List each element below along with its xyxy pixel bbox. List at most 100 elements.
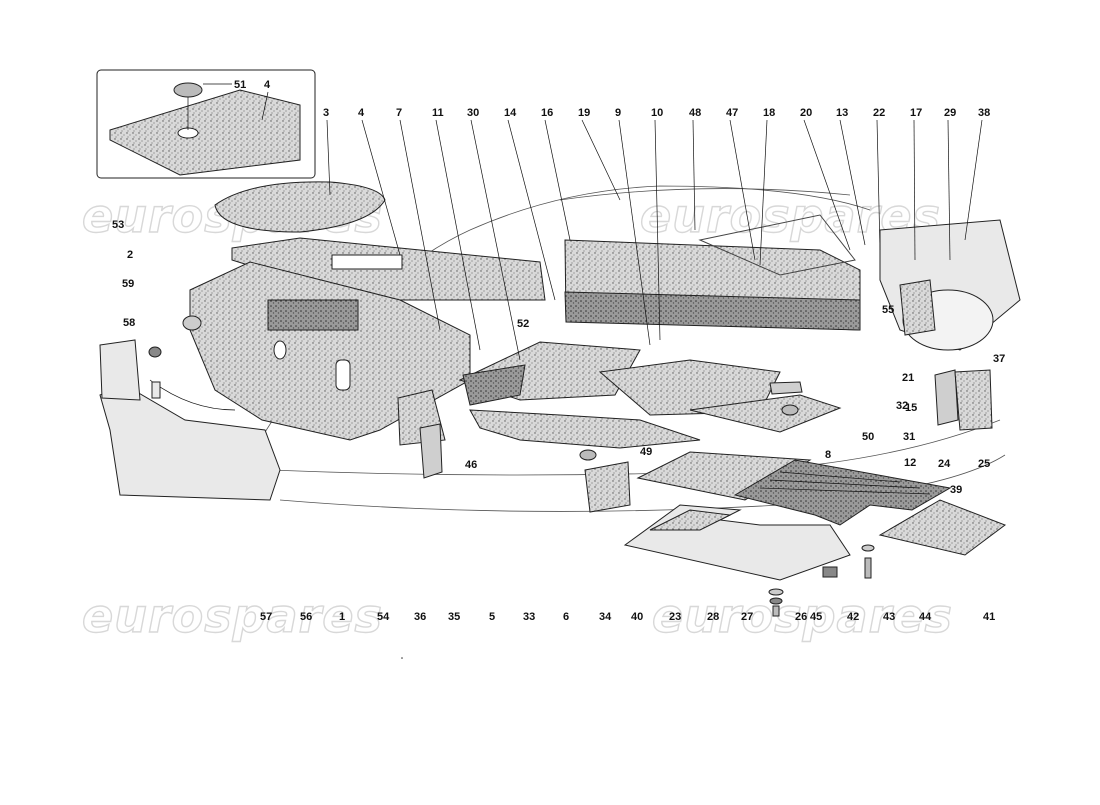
callout-label-15: 15: [905, 402, 917, 414]
rear-glass-frame: [698, 214, 856, 276]
carpet-window: [331, 254, 403, 270]
grommet-slot: [335, 359, 351, 391]
callout-label-13: 13: [836, 107, 848, 119]
callout-label-5: 5: [489, 611, 495, 623]
washer-28: [768, 588, 784, 596]
leader-line: [759, 119, 768, 266]
leader-line: [618, 119, 651, 346]
callout-label-4: 4: [358, 107, 365, 119]
nut-58: [148, 346, 162, 358]
luggage-bin: [99, 384, 281, 501]
leader-line: [913, 119, 916, 261]
carpet-part-25: [954, 369, 993, 431]
callout-label-35: 35: [448, 611, 460, 623]
carpet-part-55: [899, 279, 936, 336]
callout-label-44: 44: [919, 611, 932, 623]
leader-line: [435, 119, 481, 351]
label-4: 4: [264, 79, 271, 91]
callout-label-34: 34: [599, 611, 612, 623]
leader-line: [544, 119, 571, 241]
callout-label-6: 6: [563, 611, 569, 623]
leader-line: [692, 119, 696, 231]
leader-line: [803, 119, 851, 251]
callout-label-29: 29: [944, 107, 956, 119]
grommet-49: [579, 449, 597, 461]
callout-label-31: 31: [903, 431, 915, 443]
carpet-part-36: [419, 423, 443, 479]
callout-label-39: 39: [950, 484, 962, 496]
floor-carpet-mid: [598, 359, 781, 416]
floor-tray-23: [623, 504, 851, 581]
callout-label-18: 18: [763, 107, 775, 119]
callout-label-11: 11: [432, 107, 444, 119]
leader-line: [947, 119, 951, 261]
callout-label-37: 37: [993, 353, 1005, 365]
callout-label-2: 2: [127, 249, 133, 261]
washer-43: [861, 544, 875, 552]
callout-label-41: 41: [983, 611, 995, 623]
callout-label-8: 8: [825, 449, 831, 461]
callout-label-28: 28: [707, 611, 719, 623]
callout-label-25: 25: [978, 458, 990, 470]
leader-line: [399, 119, 441, 331]
leader-line: [361, 119, 401, 256]
washer-27: [769, 597, 783, 605]
floor-carpet-rear: [469, 409, 701, 449]
callout-label-10: 10: [651, 107, 663, 119]
mat-ribs: [759, 471, 931, 495]
callout-label-43: 43: [883, 611, 895, 623]
floor-carpet-30: [462, 364, 526, 406]
callout-label-26: 26: [795, 611, 807, 623]
floor-mat-39: [733, 459, 952, 526]
callout-label-42: 42: [847, 611, 859, 623]
callout-label-45: 45: [810, 611, 822, 623]
callout-label-7: 7: [396, 107, 402, 119]
floor-carpet-8: [689, 394, 842, 433]
callout-label-9: 9: [615, 107, 621, 119]
callout-label-21: 21: [902, 372, 914, 384]
callout-label-55: 55: [882, 304, 894, 316]
callout-label-38: 38: [978, 107, 990, 119]
callout-label-17: 17: [910, 107, 922, 119]
tray-carpet: [649, 509, 732, 531]
callout-label-20: 20: [800, 107, 812, 119]
carpet-clip-32: [769, 381, 803, 395]
callout-label-47: 47: [726, 107, 738, 119]
watermark-text: eurospares: [82, 589, 383, 643]
watermark-text: eurospares: [652, 589, 953, 643]
callout-label-3: 3: [323, 107, 329, 119]
callout-label-57: 57: [260, 611, 272, 623]
carpet-part-24: [934, 369, 959, 426]
callout-label-12: 12: [904, 457, 916, 469]
callout-label-16: 16: [541, 107, 553, 119]
clip: [151, 381, 161, 399]
leader-line: [876, 119, 881, 251]
callout-label-36: 36: [414, 611, 426, 623]
leader-line: [964, 119, 983, 241]
screw-42: [864, 557, 872, 579]
carpet-part-34: [584, 461, 631, 513]
bulkhead-lower: [564, 291, 861, 331]
leader-line: [470, 119, 521, 361]
callout-label-27: 27: [741, 611, 753, 623]
carpet-part-53: [267, 299, 359, 331]
callout-label-30: 30: [467, 107, 479, 119]
screw-26: [772, 605, 780, 617]
callout-label-19: 19: [578, 107, 590, 119]
callout-label-58: 58: [123, 317, 135, 329]
callout-label-32: 32: [896, 400, 908, 412]
speck: [401, 657, 403, 659]
callout-label-48: 48: [689, 107, 701, 119]
grommet: [273, 340, 287, 360]
leader-line: [654, 119, 661, 341]
callout-label-24: 24: [938, 458, 951, 470]
grommet-50: [781, 404, 799, 416]
callout-label-56: 56: [300, 611, 312, 623]
carpet-part-3: [214, 181, 386, 233]
callout-label-23: 23: [669, 611, 681, 623]
callout-label-54: 54: [377, 611, 390, 623]
leader-line: [507, 119, 556, 301]
callout-label-33: 33: [523, 611, 535, 623]
